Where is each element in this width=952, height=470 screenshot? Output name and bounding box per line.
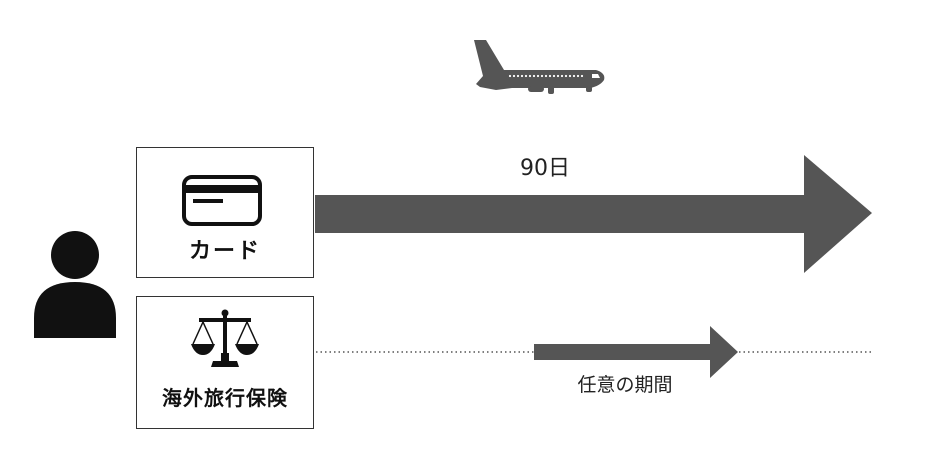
insurance-duration-arrow: [534, 326, 738, 378]
card-duration-arrow: [315, 155, 872, 273]
insurance-label: 海外旅行保険: [162, 386, 288, 410]
airplane-icon: [474, 40, 605, 94]
person-icon: [34, 231, 116, 338]
card-box: カード: [136, 147, 314, 278]
card-duration-label: 90日: [520, 156, 570, 181]
card-label: カード: [188, 239, 261, 264]
scales-icon: [191, 309, 259, 367]
insurance-box: 海外旅行保険: [136, 296, 314, 429]
insurance-duration-label: 任意の期間: [577, 374, 673, 396]
credit-card-icon: [182, 175, 262, 226]
